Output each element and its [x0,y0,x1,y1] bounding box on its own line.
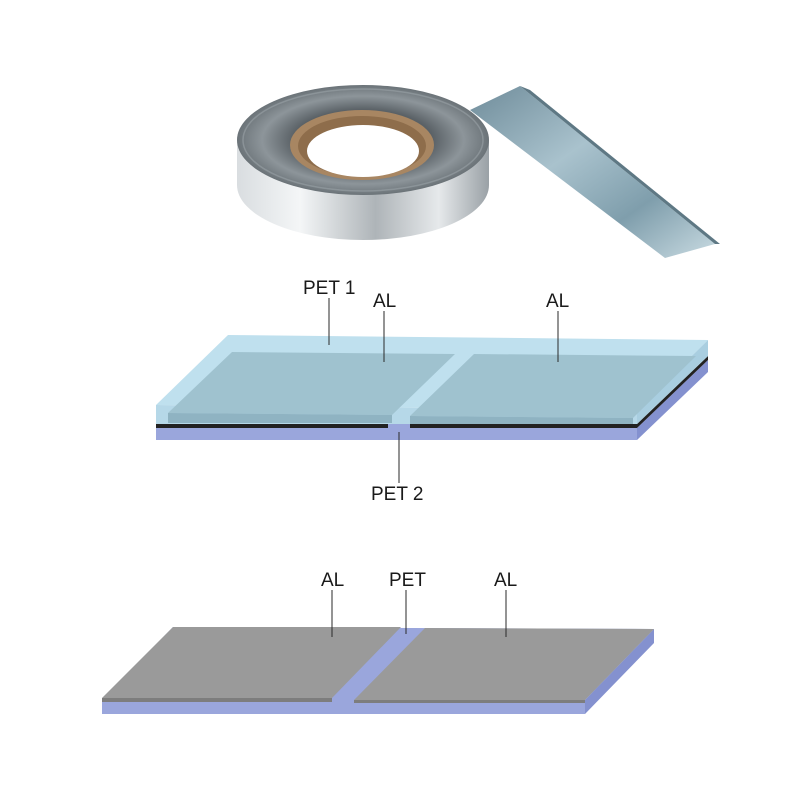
label-bottom-al-left: AL [321,570,344,591]
label-pet2: PET 2 [371,484,423,505]
al-left-piece [168,352,455,415]
al-right-piece [410,354,696,418]
label-al-right: AL [546,291,569,312]
bottom-structure [102,627,654,714]
pet2-base-side [637,360,708,440]
tape-strip-edge [520,86,720,244]
top-labels: PET 1 AL AL PET 2 [303,278,569,505]
al-left-panel [102,627,401,698]
roll-ring [242,88,484,192]
label-pet1: PET 1 [303,278,355,299]
pet-base-front [102,700,585,714]
label-al-left: AL [373,291,396,312]
label-bottom-al-right: AL [494,570,517,591]
label-bottom-pet: PET [389,570,426,591]
black-layer-side [637,356,708,428]
al-right-edge [410,416,633,424]
top-structure [156,335,708,440]
al-left-edge [168,413,392,423]
pet-base-side [585,629,654,714]
tape-strip [470,86,715,258]
al-right-panel-edge [354,700,585,703]
al-right-panel [354,628,654,700]
al-left-panel-edge [102,698,332,702]
roll-hole [307,125,419,177]
foil-tape-roll-icon [237,85,720,258]
bottom-labels: AL PET AL [321,570,517,637]
